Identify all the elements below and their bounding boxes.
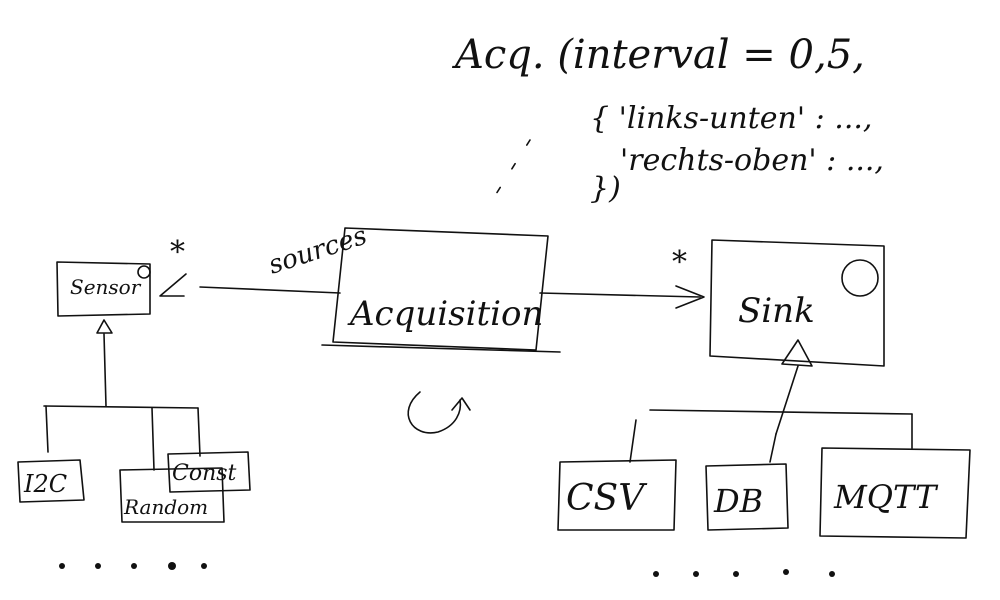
sensor-label: Sensor (70, 275, 142, 299)
acquisition-loop-arrowhead (451, 397, 471, 411)
csv-box (557, 459, 677, 531)
mqtt-class: MQTT (819, 447, 971, 539)
sink-arrowhead (675, 285, 705, 309)
sensor-interface-icon (137, 265, 151, 279)
sink-trunk (775, 365, 799, 435)
sink-inheritance-arrow (781, 339, 813, 367)
sensor-multiplicity: * (170, 235, 185, 270)
branch-i2c (45, 405, 49, 453)
random-class: Random (119, 467, 225, 523)
sink-multiplicity: * (672, 245, 687, 280)
branch-const (197, 407, 201, 457)
branch-csv (629, 419, 637, 463)
const-box (167, 451, 251, 493)
mqtt-box (819, 447, 971, 539)
sink-association (539, 285, 705, 309)
acquisition-label: Acquisition (347, 294, 543, 334)
i2c-box (17, 459, 85, 503)
sources-label: sources (265, 221, 371, 281)
branch-random (151, 407, 155, 471)
sensor-branch-bar (43, 405, 199, 409)
acquisition-class: Acquisition (321, 227, 561, 434)
sink-box (709, 239, 885, 367)
db-class: DB (705, 463, 789, 531)
random-box (119, 467, 225, 523)
sensor-inheritance-arrow (96, 319, 113, 334)
sink-label: Sink (738, 291, 815, 331)
note-line-2: { 'links-unten' : ..., (590, 101, 872, 136)
random-label: Random (123, 495, 208, 519)
sensor-box (56, 261, 151, 317)
sink-interface-icon (841, 259, 879, 297)
sources-line (199, 286, 341, 294)
db-box (705, 463, 789, 531)
note-line-3: 'rechts-oben' : ..., (620, 143, 884, 178)
db-label: DB (713, 482, 763, 520)
note-line-1: Acq. (interval = 0,5, (451, 32, 865, 78)
csv-label: CSV (566, 478, 648, 519)
i2c-label: I2C (23, 470, 67, 498)
sensor-trunk (103, 333, 107, 407)
sink-line (539, 292, 701, 298)
sensor-more-dots (59, 562, 207, 570)
const-label: Const (172, 461, 237, 486)
sink-branch-bar (649, 409, 913, 415)
branch-db (769, 433, 777, 463)
csv-class: CSV (557, 459, 677, 531)
acquisition-box (332, 227, 549, 351)
sources-arrowhead (159, 273, 187, 297)
acquisition-config-note: Acq. (interval = 0,5, { 'links-unten' : … (451, 32, 884, 211)
sink-hierarchy: CSV DB MQTT (557, 365, 971, 577)
i2c-class: I2C (17, 459, 85, 503)
sensor-hierarchy: I2C Random Const (17, 333, 251, 570)
acquisition-underline (321, 344, 561, 353)
sink-more-dots (653, 569, 835, 577)
note-connector (485, 139, 531, 211)
acquisition-loop (407, 391, 462, 434)
mqtt-label: MQTT (833, 478, 939, 516)
sink-class: Sink * (672, 239, 885, 367)
note-line-4: }) (590, 171, 621, 206)
const-class: Const (167, 451, 251, 493)
sensor-class: Sensor * (56, 235, 185, 334)
